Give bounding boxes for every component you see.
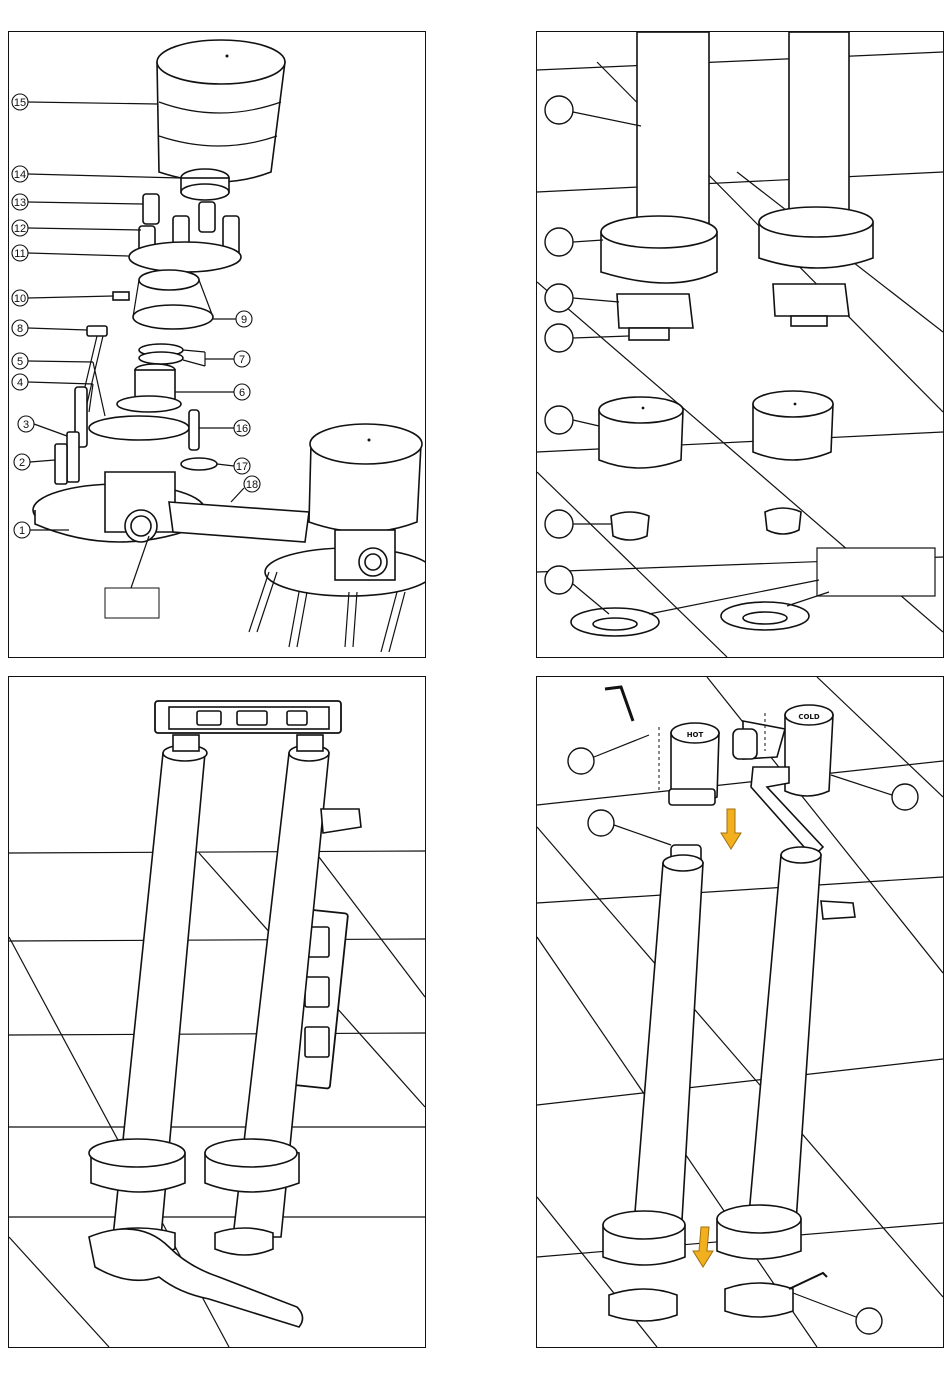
right-pipe <box>759 32 873 326</box>
left-pipe <box>601 32 717 340</box>
down-arrow-icon-2 <box>693 1227 713 1267</box>
spirit-level-horizontal <box>155 701 341 733</box>
callout-h <box>568 735 649 774</box>
panel-levelling <box>8 676 426 1348</box>
part-16-pin <box>189 410 199 450</box>
callout-6: 6 <box>175 384 250 400</box>
callout-9: 9 <box>213 311 252 327</box>
label-box-2 <box>817 548 935 596</box>
panel-fit-handles: HOT COLD <box>536 676 944 1348</box>
callout-11: 11 <box>12 245 129 261</box>
svg-text:HOT: HOT <box>687 731 704 739</box>
hot-handle: HOT <box>669 723 719 805</box>
pipe-left-4 <box>603 845 703 1321</box>
callout-g <box>545 566 609 614</box>
svg-text:8: 8 <box>17 323 23 335</box>
label-box <box>105 588 159 618</box>
callout-e <box>545 406 599 434</box>
callout-b <box>545 228 603 256</box>
svg-text:COLD: COLD <box>798 713 820 721</box>
callout-d <box>545 324 629 352</box>
down-arrow-icon <box>721 809 741 849</box>
svg-text:3: 3 <box>23 419 29 431</box>
cold-handle: COLD <box>733 705 833 857</box>
callout-8: 8 <box>12 320 87 336</box>
callout-c <box>545 284 619 312</box>
part-14 <box>181 169 229 200</box>
svg-text:17: 17 <box>236 461 248 473</box>
callout-18: 18 <box>231 476 260 502</box>
callout-j <box>588 810 671 845</box>
svg-text:18: 18 <box>246 479 258 491</box>
svg-text:11: 11 <box>14 248 25 260</box>
part-11-flange <box>129 242 241 272</box>
covers <box>599 391 833 468</box>
spout <box>321 809 361 833</box>
callout-3: 3 <box>18 416 67 436</box>
svg-text:4: 4 <box>17 377 23 389</box>
screw-icon <box>789 1273 827 1289</box>
hex-key-icon <box>605 687 633 721</box>
levelling-diagram <box>9 677 425 1347</box>
callout-14: 14 <box>12 166 181 182</box>
svg-text:12: 12 <box>14 223 26 235</box>
part-6-valve <box>117 364 181 412</box>
part-18-bar <box>169 502 309 542</box>
callout-17: 17 <box>217 458 250 474</box>
callout-a <box>545 96 641 126</box>
svg-text:6: 6 <box>239 387 245 399</box>
floor-bases <box>571 602 809 636</box>
exploded-diagram: 15 14 13 12 11 10 8 5 4 3 2 1 9 7 6 16 1… <box>9 32 425 657</box>
callout-7: 7 <box>183 350 250 367</box>
plugs <box>611 508 801 540</box>
callout-k <box>793 1293 882 1334</box>
svg-text:7: 7 <box>239 354 245 366</box>
pipe-left <box>89 735 207 1255</box>
callout-16: 16 <box>199 420 250 436</box>
part-15-cap <box>157 40 285 182</box>
panel-install-pipes <box>536 31 944 658</box>
floor-grid-3 <box>9 851 425 1347</box>
svg-text:2: 2 <box>19 457 25 469</box>
callout-10: 10 <box>12 290 113 306</box>
handles-diagram: HOT COLD <box>537 677 943 1347</box>
svg-text:13: 13 <box>14 197 26 209</box>
callout-i <box>831 775 918 810</box>
part-9-ring <box>133 270 213 329</box>
svg-text:1: 1 <box>19 525 25 537</box>
callout-12: 12 <box>12 220 141 236</box>
svg-text:14: 14 <box>14 169 26 181</box>
svg-text:9: 9 <box>241 314 247 326</box>
svg-text:10: 10 <box>14 293 26 305</box>
svg-text:15: 15 <box>14 97 26 109</box>
svg-text:5: 5 <box>17 356 23 368</box>
callout-2: 2 <box>14 454 55 470</box>
pipe-right-4 <box>717 847 821 1317</box>
pipes-diagram <box>537 32 943 657</box>
svg-text:16: 16 <box>236 423 248 435</box>
part-7-rings <box>139 344 183 364</box>
part-2-3-studs <box>55 432 79 484</box>
panel-exploded-view: 15 14 13 12 11 10 8 5 4 3 2 1 9 7 6 16 1… <box>8 31 426 658</box>
callout-13: 13 <box>12 194 143 210</box>
spout-4 <box>821 901 855 919</box>
part-17 <box>181 458 217 470</box>
part-10-pin <box>113 292 129 300</box>
callout-15: 15 <box>12 94 157 110</box>
